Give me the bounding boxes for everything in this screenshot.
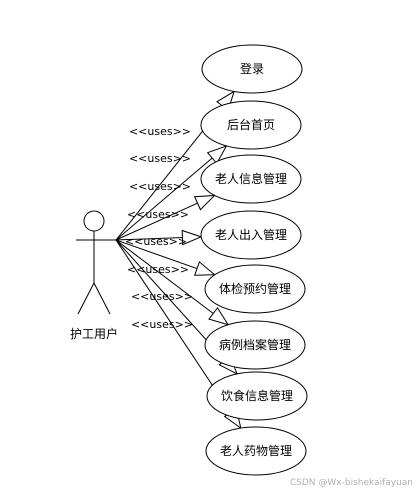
use-case-label: 病例档案管理 bbox=[219, 337, 291, 352]
use-case-ellipse bbox=[205, 426, 307, 476]
uses-label: <<uses>> bbox=[129, 152, 191, 165]
actor-right-leg bbox=[93, 282, 111, 315]
use-case-ellipse bbox=[206, 371, 308, 421]
actor-head bbox=[83, 210, 105, 232]
uses-label: <<uses>> bbox=[131, 318, 193, 331]
arrowhead bbox=[181, 229, 203, 246]
use-case-label: 老人出入管理 bbox=[215, 227, 287, 242]
uses-label: <<uses>> bbox=[127, 208, 189, 221]
use-case-ellipse bbox=[201, 44, 303, 94]
use-case-label: 后台首页 bbox=[227, 117, 275, 132]
use-case-ellipse bbox=[204, 320, 306, 370]
arrowhead bbox=[206, 144, 228, 165]
arrowhead bbox=[208, 306, 230, 326]
use-case-label: 老人信息管理 bbox=[215, 171, 287, 186]
uses-label: <<uses>> bbox=[129, 125, 191, 138]
arrowhead bbox=[193, 194, 216, 211]
uses-label: <<uses>> bbox=[127, 263, 189, 276]
use-case-ellipse bbox=[200, 210, 302, 260]
use-case-label: 登录 bbox=[240, 61, 264, 76]
association-line bbox=[115, 145, 227, 241]
use-cases: 登录后台首页老人信息管理老人出入管理体检预约管理病例档案管理饮食信息管理老人药物… bbox=[200, 44, 308, 476]
watermark-text: CSDN @Wx-bishekaifayuan bbox=[289, 478, 413, 488]
arrowhead bbox=[193, 261, 217, 276]
uses-label: <<uses>> bbox=[131, 290, 193, 303]
uses-label: <<uses>> bbox=[125, 235, 187, 248]
use-case-label: 体检预约管理 bbox=[219, 281, 291, 296]
use-case-label: 老人药物管理 bbox=[220, 443, 292, 458]
uses-labels: <<uses>> <<uses>> <<uses>> <<uses>> <<uses>>… bbox=[125, 125, 193, 331]
actor-name: 护工用户 bbox=[70, 326, 118, 341]
actor-left-leg bbox=[77, 282, 95, 315]
actor-figure: 护工用户 bbox=[70, 210, 118, 341]
association-line bbox=[115, 239, 229, 326]
use-case-ellipse bbox=[200, 154, 302, 204]
use-case-ellipse bbox=[200, 100, 302, 150]
use-case-ellipse bbox=[204, 264, 306, 314]
use-case-label: 饮食信息管理 bbox=[221, 388, 293, 403]
uses-label: <<uses>> bbox=[129, 180, 191, 193]
